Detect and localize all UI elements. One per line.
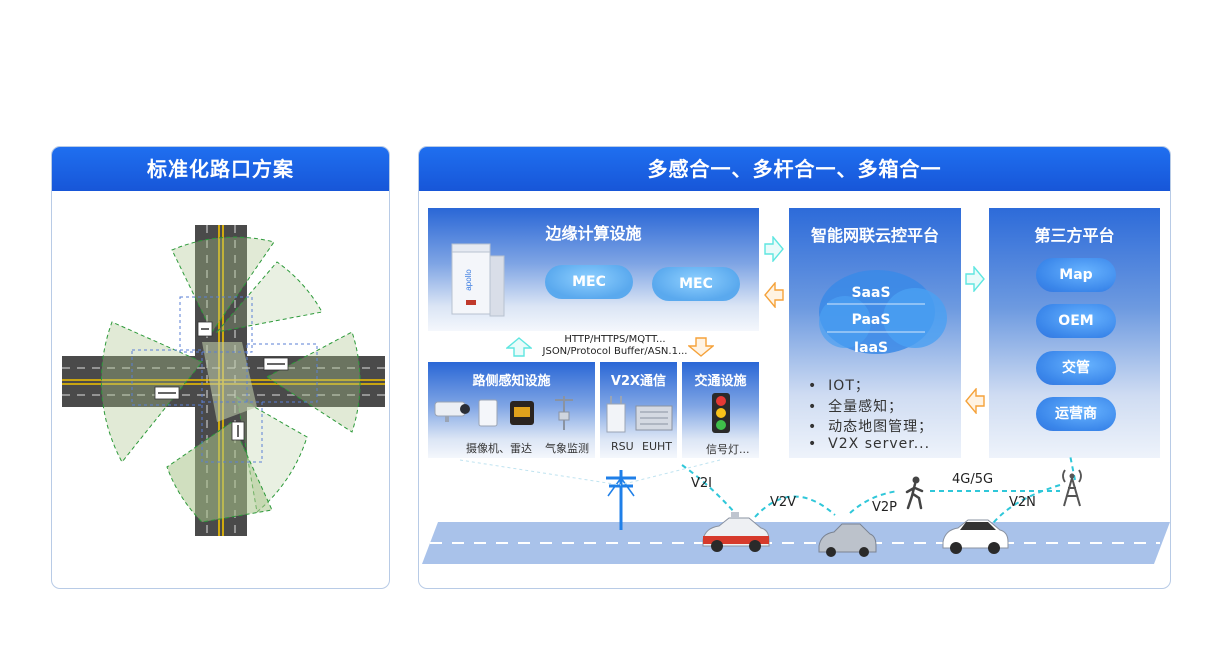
intersection-diagram	[62, 225, 385, 536]
cloud-bullet-4: • V2X server...	[808, 436, 931, 452]
v2v-label: V2V	[770, 495, 797, 510]
left-arrow-icon	[764, 282, 784, 308]
protocol-line-1: HTTP/HTTPS/MQTT...	[564, 334, 666, 345]
euht-caption: EUHT	[642, 440, 672, 453]
mec-label-2: MEC	[679, 276, 713, 292]
mec-cloud-1: MEC	[545, 265, 633, 299]
white-car-icon	[942, 519, 1009, 554]
third-party-operator: 运营商	[1036, 397, 1116, 431]
lidar-icon	[510, 401, 534, 425]
protocol-line-2: JSON/Protocol Buffer/ASN.1...	[542, 346, 688, 357]
euht-icon	[635, 405, 673, 431]
architecture-panel-title: 多感合一、多杆合一、多箱合一	[419, 147, 1170, 191]
third-party-map: Map	[1036, 258, 1116, 292]
cell-tower-icon	[1062, 469, 1082, 507]
device-marker-north	[197, 321, 213, 337]
mec-label-1: MEC	[572, 274, 606, 290]
right-arrow-icon-2	[965, 266, 985, 292]
left-arrow-icon-2	[965, 388, 985, 414]
grey-car-icon	[818, 523, 877, 557]
camera-radar-caption: 摄像机、雷达	[466, 442, 532, 455]
intersection-panel-title: 标准化路口方案	[52, 147, 389, 191]
paas-label: PaaS	[851, 312, 891, 328]
mec-cloud-2: MEC	[652, 267, 740, 301]
saas-label: SaaS	[851, 285, 891, 301]
weather-caption: 气象监测	[545, 442, 589, 455]
rsu-caption: RSU	[611, 440, 634, 453]
roadside-sensing-title: 路侧感知设施	[472, 374, 551, 389]
pedestrian-icon	[905, 476, 924, 510]
radar-icon	[478, 399, 498, 427]
traffic-light-caption: 信号灯...	[706, 443, 750, 456]
iaas-label: IaaS	[853, 340, 889, 356]
camera-icon	[434, 401, 470, 422]
device-marker-west	[154, 386, 180, 400]
v2x-comm-title: V2X通信	[610, 374, 667, 389]
network-label: 4G/5G	[952, 472, 994, 487]
apollo-cabinet-icon: apollo	[451, 243, 505, 317]
cloud-layers-icon	[819, 270, 947, 354]
apollo-brand-text: apollo	[464, 269, 473, 291]
cloud-platform-title: 智能网联云控平台	[810, 226, 939, 245]
v2i-label: V2I	[691, 476, 712, 491]
edge-computing-title: 边缘计算设施	[545, 224, 642, 243]
red-car-icon	[702, 512, 770, 552]
right-arrow-icon	[764, 236, 784, 262]
third-party-oem: OEM	[1036, 304, 1116, 338]
traffic-facility-title: 交通设施	[694, 374, 747, 389]
third-party-traffic-police: 交管	[1036, 351, 1116, 385]
v2p-label: V2P	[872, 500, 898, 515]
up-arrow-icon	[506, 337, 532, 357]
cloud-bullet-3: • 动态地图管理；	[808, 419, 934, 435]
utility-pole-icon	[606, 470, 636, 530]
down-arrow-icon	[688, 337, 714, 357]
device-marker-east	[263, 357, 289, 371]
rsu-icon	[606, 396, 626, 433]
traffic-light-icon	[712, 393, 730, 433]
weather-station-icon	[555, 396, 573, 430]
traffic-facility-box: 交通设施	[682, 362, 759, 458]
device-marker-south	[231, 421, 245, 441]
third-party-title: 第三方平台	[1034, 226, 1115, 245]
v2n-label: V2N	[1009, 495, 1036, 510]
cloud-bullet-2: • 全量感知；	[808, 399, 904, 415]
cloud-bullet-1: • IOT；	[808, 378, 870, 394]
